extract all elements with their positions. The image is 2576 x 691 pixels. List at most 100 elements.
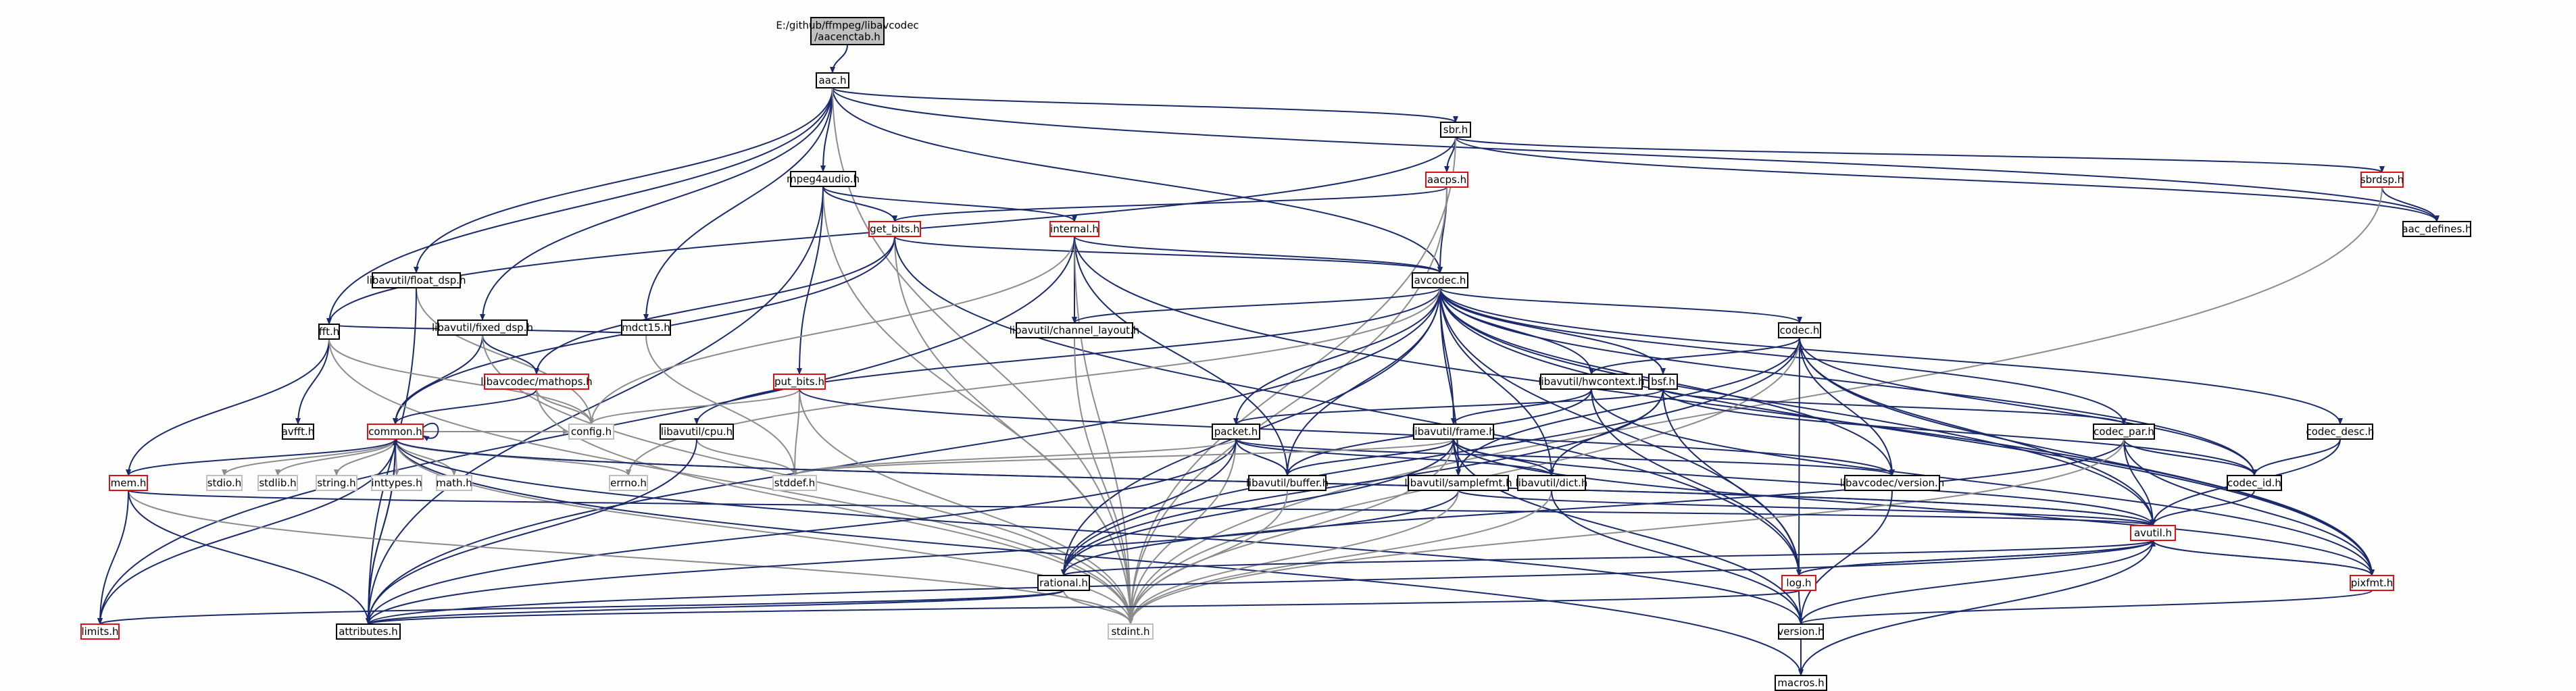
edge-samplefmt-to-avutil: [1458, 490, 2156, 526]
node-box-dict: [1517, 475, 1586, 491]
node-label-stdlib: stdlib.h: [259, 477, 296, 489]
node-dict[interactable]: libavutil/dict.h: [1516, 475, 1588, 491]
edge-pixfmt-to-version: [1798, 590, 2373, 625]
edge-codec-to-pixfmt: [1799, 337, 2375, 576]
node-aac[interactable]: aac.h: [816, 72, 849, 88]
node-label-float-dsp: libavutil/float_dsp.h: [366, 274, 466, 287]
node-box-version: [1778, 623, 1824, 640]
edge-frame-to-pixfmt: [1453, 438, 2375, 576]
node-codec-desc[interactable]: codec_desc.h: [2306, 424, 2375, 440]
edge-codec_id-to-avutil: [2150, 490, 2255, 526]
edge-avcodec-to-codec_desc: [1439, 287, 2343, 425]
node-label-attributes: attributes.h: [339, 625, 398, 638]
edge-codec_par-to-rational: [1061, 438, 2125, 576]
node-stdlib: stdlib.h: [257, 475, 298, 491]
node-label-fixed-dsp: libavutil/fixed_dsp.h: [432, 322, 533, 334]
node-frame[interactable]: libavutil/frame.h: [1412, 424, 1495, 440]
node-sbr[interactable]: sbr.h: [1440, 122, 1471, 138]
edge-codec_desc-to-codec_id: [2252, 438, 2341, 476]
node-common[interactable]: common.h: [367, 424, 424, 440]
node-internal[interactable]: internal.h: [1049, 221, 1099, 237]
node-box-log: [1781, 575, 1816, 591]
node-box-stdint: [1108, 623, 1154, 640]
node-codec-par[interactable]: codec_par.h: [2093, 424, 2155, 440]
edge-dict-to-stdint: [1128, 490, 1552, 625]
node-mpeg4audio[interactable]: mpeg4audio.h: [787, 171, 860, 187]
edge-mem-to-attributes: [128, 490, 371, 625]
edge-packet-to-stddef: [792, 438, 1237, 476]
node-aac-defines[interactable]: aac_defines.h: [2402, 221, 2472, 237]
node-avcodec[interactable]: avcodec.h: [1412, 272, 1468, 288]
node-aacps[interactable]: aacps.h: [1425, 172, 1468, 188]
node-label-channel-layout: libavutil/channel_layout.h: [1010, 324, 1140, 337]
edge-codec-to-codec_id: [1799, 337, 2257, 476]
node-limits[interactable]: limits.h: [80, 623, 120, 640]
node-root[interactable]: E:/github/ffmpeg/libavcodec/aacenctab.h: [776, 17, 919, 45]
node-stddef: stddef.h: [772, 475, 817, 491]
node-macros[interactable]: macros.h: [1775, 675, 1827, 691]
edge-codec-to-avcodec_version: [1799, 337, 1895, 476]
node-cpu[interactable]: libavutil/cpu.h: [660, 424, 734, 440]
node-box-codec-id: [2227, 475, 2282, 491]
node-mdct15[interactable]: mdct15.h: [621, 319, 671, 336]
node-sbrdsp[interactable]: sbrdsp.h: [2360, 172, 2404, 188]
node-box-config: [568, 424, 614, 440]
node-box-packet: [1212, 424, 1260, 440]
node-get-bits[interactable]: get_bits.h: [868, 221, 921, 237]
edge-root-to-aac: [830, 44, 848, 74]
edge-bsf-to-codec_par: [1662, 388, 2127, 425]
edge-mpeg4audio-to-attributes: [366, 186, 824, 625]
node-log[interactable]: log.h: [1781, 575, 1816, 591]
node-buffer[interactable]: libavutil/buffer.h: [1246, 475, 1329, 491]
node-box-mpeg4audio: [790, 171, 856, 187]
node-label-avutil: avutil.h: [2134, 527, 2172, 539]
edge-rational-to-limits: [97, 590, 1064, 625]
node-put-bits[interactable]: put_bits.h: [773, 374, 826, 390]
edge-avcodec-to-buffer: [1285, 287, 1441, 476]
node-avcodec-version[interactable]: libavcodec/version.h: [1840, 475, 1945, 491]
edge-get_bits-to-avcodec: [894, 236, 1443, 274]
node-packet[interactable]: packet.h: [1212, 424, 1260, 440]
node-pixfmt[interactable]: pixfmt.h: [2350, 575, 2394, 591]
edge-sbr-to-aac_defines: [1455, 136, 2439, 222]
edge-avcodec-to-packet: [1233, 287, 1441, 425]
node-label-avcodec-version: libavcodec/version.h: [1840, 477, 1945, 489]
node-fixed-dsp[interactable]: libavutil/fixed_dsp.h: [432, 319, 533, 336]
node-bsf[interactable]: bsf.h: [1648, 374, 1678, 390]
node-rational[interactable]: rational.h: [1037, 575, 1090, 591]
node-box-get-bits: [868, 221, 921, 237]
node-samplefmt[interactable]: libavutil/samplefmt.h: [1404, 475, 1512, 491]
node-channel-layout[interactable]: libavutil/channel_layout.h: [1010, 322, 1140, 338]
node-avutil[interactable]: avutil.h: [2130, 525, 2176, 541]
node-mem[interactable]: mem.h: [109, 475, 148, 491]
node-fft[interactable]: fft.h: [318, 324, 340, 340]
node-codec-id[interactable]: codec_id.h: [2227, 475, 2282, 491]
edge-mathops-to-config: [536, 388, 594, 425]
node-box-pixfmt: [2350, 575, 2394, 591]
edge-fft-to-avfft: [295, 338, 330, 425]
edge-put_bits-to-config: [589, 388, 800, 425]
edge-hwcontext-to-frame: [1451, 388, 1592, 425]
node-box-mathops: [484, 374, 589, 390]
node-codec[interactable]: codec.h: [1778, 322, 1821, 338]
node-label-root: /aacenctab.h: [814, 31, 881, 43]
node-label-packet: packet.h: [1214, 426, 1258, 438]
edge-aac-to-stdint: [832, 87, 1133, 625]
edge-sbr-to-stdint: [1128, 136, 1456, 625]
node-label-internal: internal.h: [1050, 223, 1099, 235]
edge-avcodec-to-cpu: [694, 287, 1441, 425]
node-mathops[interactable]: libavcodec/mathops.h: [480, 374, 593, 390]
edge-bsf-to-packet: [1233, 388, 1664, 425]
node-box-frame: [1413, 424, 1494, 440]
node-attributes[interactable]: attributes.h: [336, 623, 401, 640]
node-version[interactable]: version.h: [1777, 623, 1825, 640]
node-float-dsp[interactable]: libavutil/float_dsp.h: [366, 272, 466, 288]
edge-common-to-limits: [97, 438, 396, 625]
node-label-aac-defines: aac_defines.h: [2402, 223, 2471, 236]
edge-common-to-common: [422, 422, 439, 442]
node-hwcontext[interactable]: libavutil/hwcontext.h: [1538, 374, 1645, 390]
node-avfft[interactable]: avfft.h: [282, 424, 315, 440]
edge-packet-to-dict: [1235, 438, 1554, 476]
edge-internal-to-stdint: [1074, 236, 1133, 625]
edge-log-to-avutil: [1798, 540, 2156, 576]
